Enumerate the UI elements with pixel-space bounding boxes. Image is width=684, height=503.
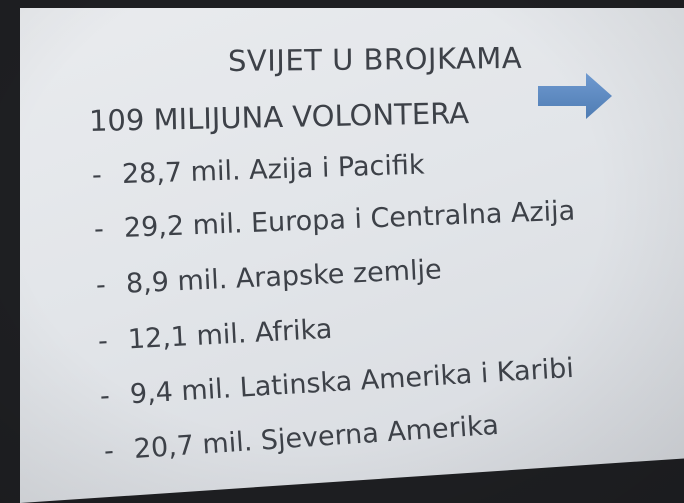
arrow-right-icon xyxy=(538,73,612,119)
bullet-dash: - xyxy=(97,325,109,357)
list-item-text: 29,2 mil. Europa i Centralna Azija xyxy=(123,195,576,244)
list-item-text: 28,7 mil. Azija i Pacifik xyxy=(121,149,425,191)
list-item: -8,9 mil. Arapske zemlje xyxy=(95,254,442,301)
list-item: -9,4 mil. Latinska Amerika i Karibi xyxy=(99,353,575,412)
bullet-dash: - xyxy=(95,269,107,301)
slide-headline: 109 MILIJUNA VOLONTERA xyxy=(88,96,470,138)
bullet-dash: - xyxy=(91,159,103,191)
list-item-text: 9,4 mil. Latinska Amerika i Karibi xyxy=(129,352,575,411)
list-item-text: 8,9 mil. Arapske zemlje xyxy=(125,254,443,300)
list-item: -12,1 mil. Afrika xyxy=(97,314,333,357)
list-item: -29,2 mil. Europa i Centralna Azija xyxy=(93,196,575,245)
list-item-text: 12,1 mil. Afrika xyxy=(127,313,333,356)
list-item: -20,7 mil. Sjeverna Amerika xyxy=(103,410,500,467)
list-item-text: 20,7 mil. Sjeverna Amerika xyxy=(132,409,500,465)
list-item: -28,7 mil. Azija i Pacifik xyxy=(92,150,425,191)
bullet-dash: - xyxy=(102,435,115,467)
slide-title: SVIJET U BROJKAMA xyxy=(227,40,523,78)
bullet-dash: - xyxy=(93,213,105,245)
bullet-dash: - xyxy=(99,380,111,412)
